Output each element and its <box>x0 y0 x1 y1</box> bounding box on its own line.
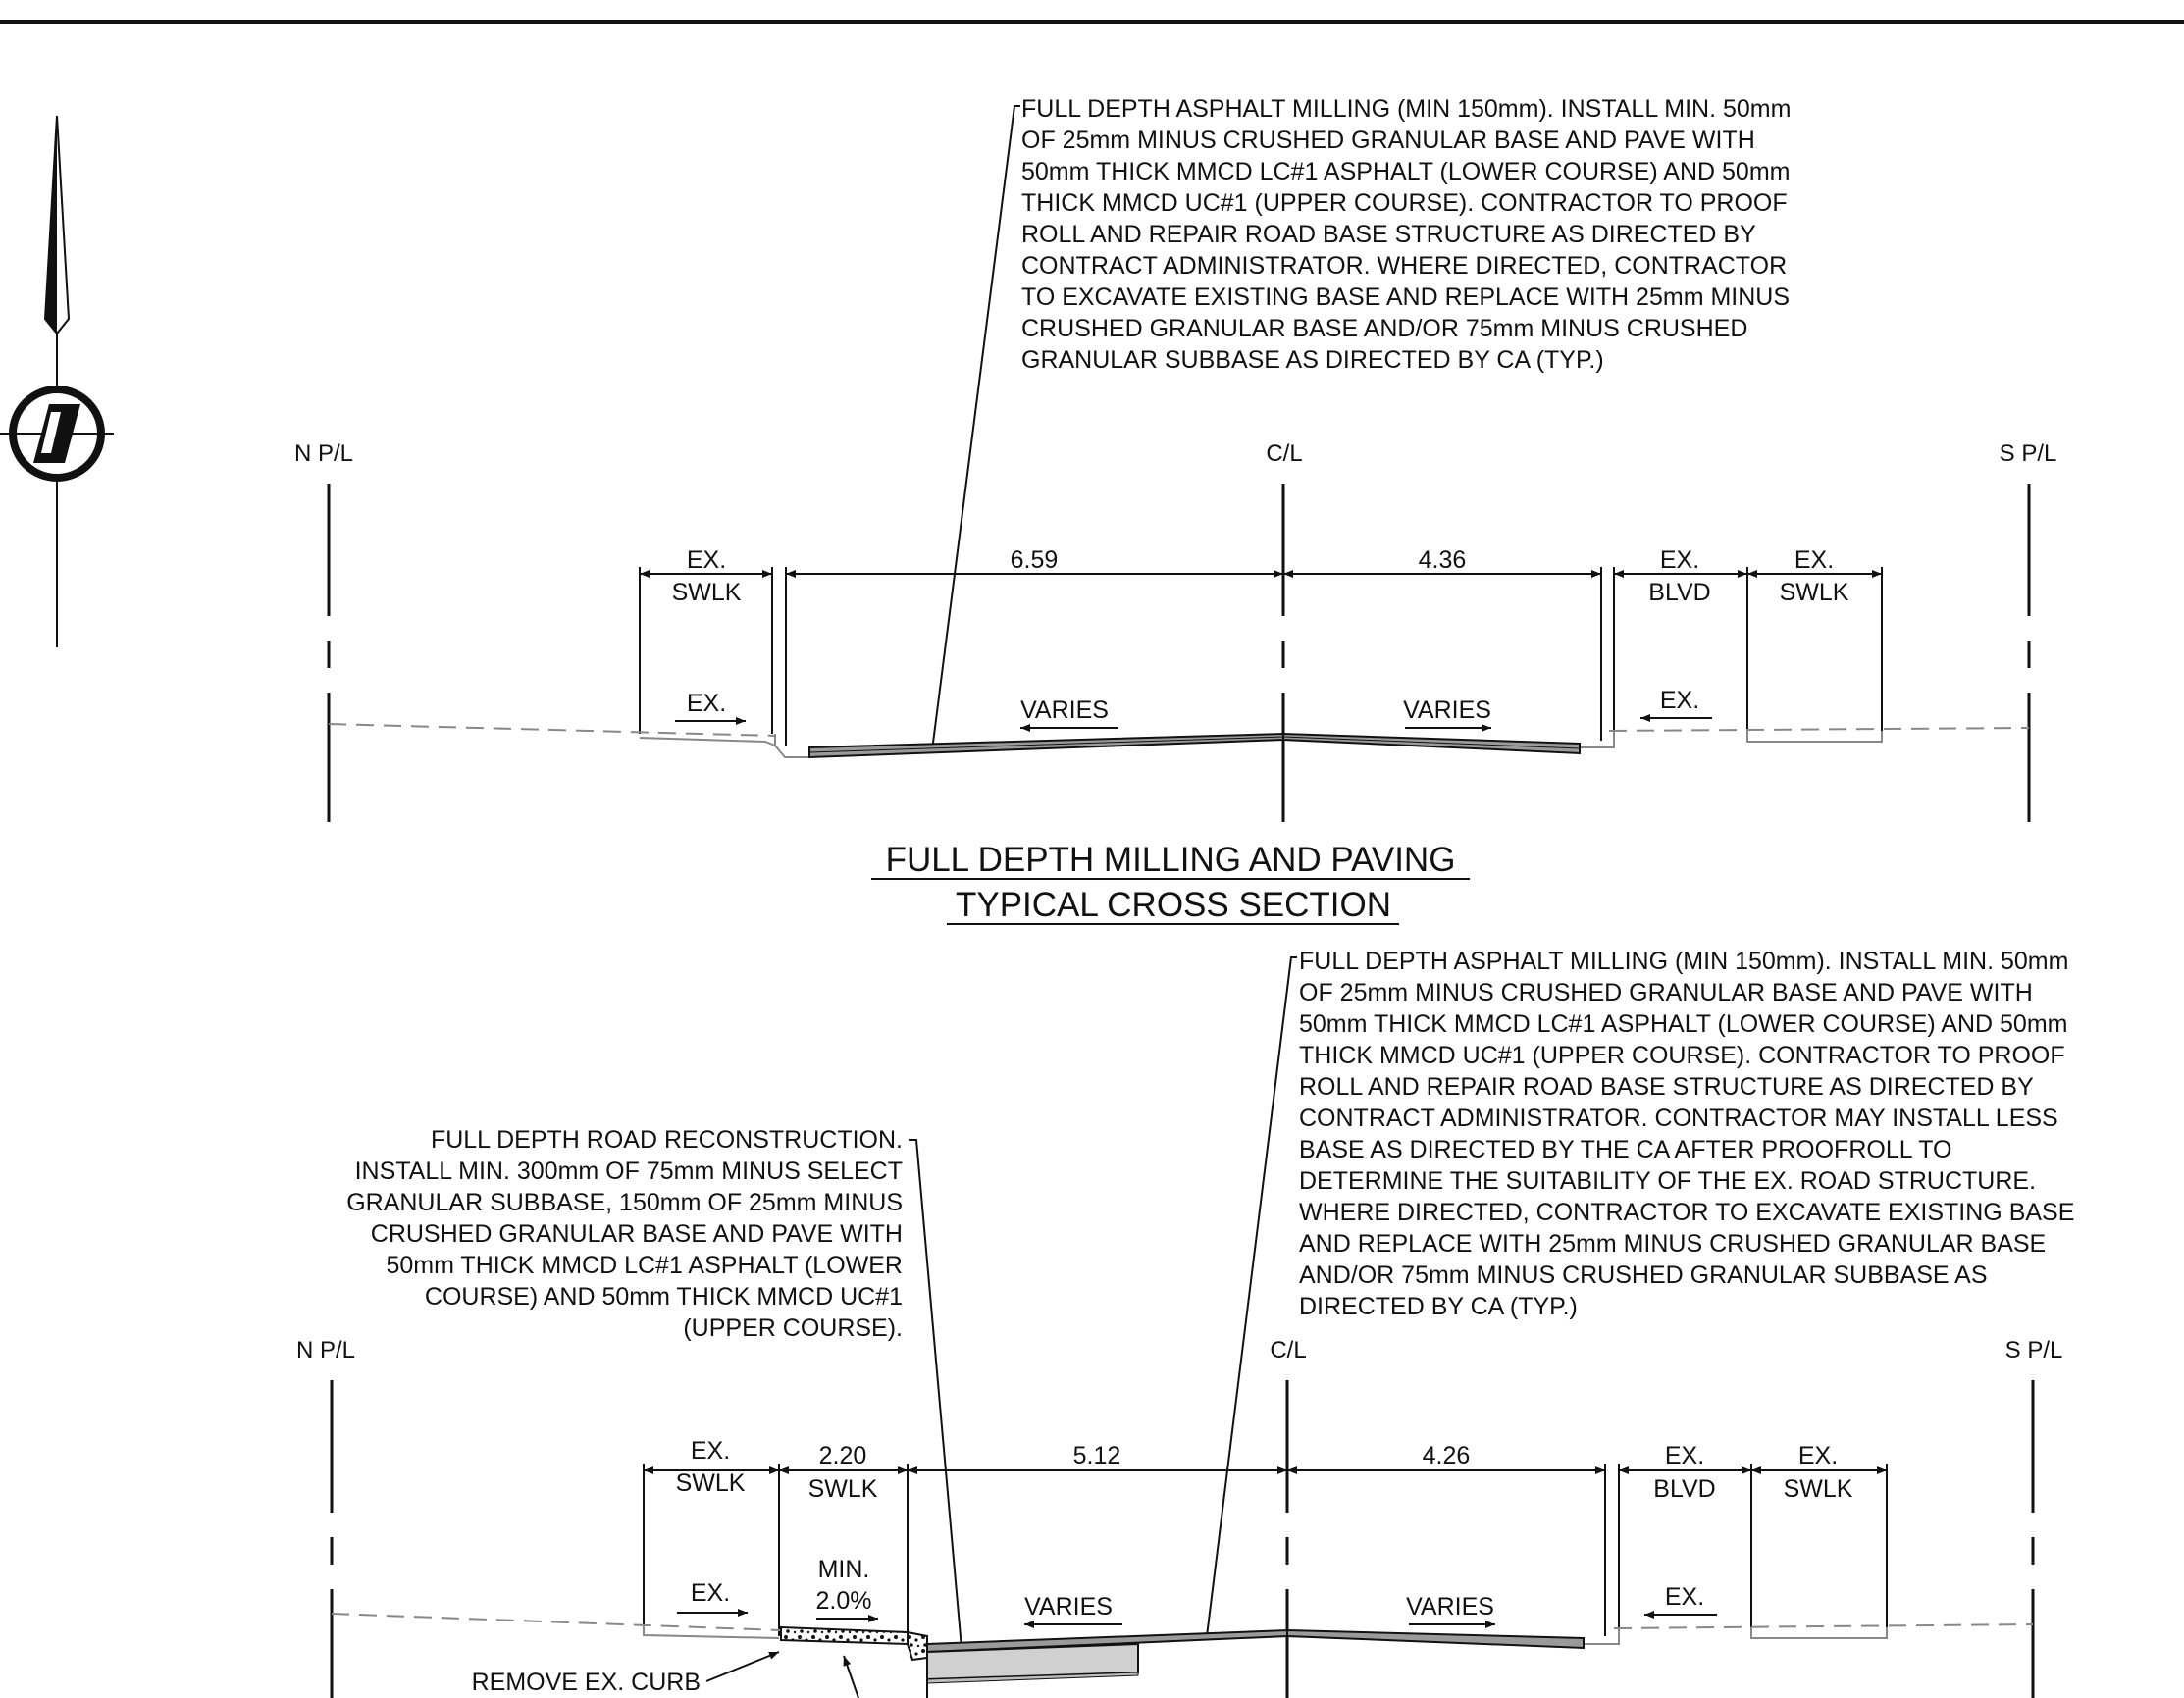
section1-subtitle: TYPICAL CROSS SECTION <box>956 886 1391 924</box>
s-pl-label: S P/L <box>2000 440 2057 467</box>
ex-swlk-left-label: SWLK <box>672 579 742 606</box>
note-line: DIRECTED BY CA (TYP.) <box>1299 1293 1578 1320</box>
ex-slope-left-label: EX. <box>687 690 726 717</box>
ex-slope-left-label: EX. <box>691 1579 730 1607</box>
ex-swlk-right-label: EX. <box>1794 546 1834 574</box>
n-pl-label: N P/L <box>294 440 353 467</box>
existing-sidewalk-right <box>1750 1627 1888 1639</box>
existing-sidewalk-left <box>643 1624 780 1639</box>
note-line: (UPPER COURSE). <box>683 1314 903 1342</box>
existing-curb-right <box>1584 1628 1620 1645</box>
existing-sidewalk-right <box>1746 731 1883 743</box>
remove-curb-label: REMOVE EX. CURB <box>472 1669 701 1696</box>
note-line: CONTRACT ADMINISTRATOR. CONTRACTOR MAY I… <box>1299 1105 2058 1132</box>
note-leader-line <box>931 105 1020 751</box>
note-line: FULL DEPTH ROAD RECONSTRUCTION. <box>431 1126 903 1154</box>
note-line: WHERE DIRECTED, CONTRACTOR TO EXCAVATE E… <box>1299 1199 2074 1226</box>
asphalt-pavement-left <box>808 732 1284 759</box>
section1-note: FULL DEPTH ASPHALT MILLING (MIN 150mm). … <box>1021 95 1791 374</box>
ex-swlk-right-label: SWLK <box>1780 579 1849 606</box>
section-2: FULL DEPTH ASPHALT MILLING (MIN 150mm). … <box>296 948 2074 1698</box>
varies-left-label: VARIES <box>1020 696 1109 724</box>
curb-leader <box>843 1655 859 1698</box>
note-line: GRANULAR SUBBASE AS DIRECTED BY CA (TYP.… <box>1021 346 1604 374</box>
note-line: FULL DEPTH ASPHALT MILLING (MIN 150mm). … <box>1299 948 2068 975</box>
ex-slope-right-label: EX. <box>1665 1583 1704 1611</box>
asphalt-pavement-right <box>1282 732 1581 755</box>
existing-ground-left <box>328 723 776 737</box>
note-line: AND/OR 75mm MINUS CRUSHED GRANULAR SUBBA… <box>1299 1261 1988 1289</box>
note-line: TO EXCAVATE EXISTING BASE AND REPLACE WI… <box>1021 283 1790 311</box>
note-line: GRANULAR SUBBASE, 150mm OF 25mm MINUS <box>346 1189 903 1216</box>
ex-swlk-right-label: SWLK <box>1784 1475 1853 1503</box>
n-pl-label: N P/L <box>296 1337 355 1364</box>
ex-slope-right-label: EX. <box>1660 687 1699 714</box>
note-line: THICK MMCD UC#1 (UPPER COURSE). CONTRACT… <box>1021 189 1788 217</box>
note-line: CONTRACT ADMINISTRATOR. WHERE DIRECTED, … <box>1021 252 1787 280</box>
note-line: INSTALL MIN. 300mm OF 75mm MINUS SELECT <box>355 1158 903 1185</box>
min-slope-label: MIN. <box>818 1556 870 1583</box>
new-swlk-width: 2.20 <box>819 1442 867 1469</box>
note-line: FULL DEPTH ASPHALT MILLING (MIN 150mm). … <box>1021 95 1791 123</box>
ex-blvd-label: EX. <box>1660 546 1699 574</box>
varies-right-label: VARIES <box>1406 1593 1494 1621</box>
extension-lines <box>643 1464 1888 1636</box>
varies-left-label: VARIES <box>1024 1593 1113 1621</box>
north-arrow-icon <box>0 115 114 647</box>
note-line: 50mm THICK MMCD LC#1 ASPHALT (LOWER <box>386 1252 903 1279</box>
section2-note-right: FULL DEPTH ASPHALT MILLING (MIN 150mm). … <box>1299 948 2074 1320</box>
note-line: THICK MMCD UC#1 (UPPER COURSE). CONTRACT… <box>1299 1042 2065 1069</box>
note-line: CRUSHED GRANULAR BASE AND/OR 75mm MINUS … <box>1021 315 1747 342</box>
ex-blvd-label: EX. <box>1665 1442 1704 1469</box>
ex-swlk-right-label: EX. <box>1798 1442 1838 1469</box>
note-line: BASE AS DIRECTED BY THE CA AFTER PROOFRO… <box>1299 1136 1951 1163</box>
cl-label: C/L <box>1270 1337 1306 1364</box>
existing-ground-left <box>331 1613 781 1631</box>
note-leader-line <box>909 1139 962 1649</box>
asphalt-pavement-right <box>1286 1628 1585 1650</box>
pavement-course-line <box>808 736 1284 753</box>
extension-lines <box>639 567 1883 746</box>
ex-blvd-label: BLVD <box>1648 579 1710 606</box>
note-line: DETERMINE THE SUITABILITY OF THE EX. ROA… <box>1299 1167 2036 1195</box>
note-line: OF 25mm MINUS CRUSHED GRANULAR BASE AND … <box>1299 979 2033 1006</box>
existing-sidewalk-left <box>639 737 776 746</box>
new-sidewalk <box>780 1625 909 1646</box>
dim-left-value: 6.59 <box>1011 546 1059 574</box>
s-pl-label: S P/L <box>2005 1337 2063 1364</box>
dim-left-value: 5.12 <box>1073 1442 1121 1469</box>
section2-note-left: FULL DEPTH ROAD RECONSTRUCTION. INSTALL … <box>346 1126 903 1342</box>
pavement-course-line <box>1282 736 1581 749</box>
section1-title: FULL DEPTH MILLING AND PAVING <box>886 841 1456 879</box>
min-slope-value: 2.0% <box>816 1587 872 1615</box>
cl-label: C/L <box>1266 440 1302 467</box>
ex-swlk-left-label: EX. <box>691 1437 730 1465</box>
note-line: 50mm THICK MMCD LC#1 ASPHALT (LOWER COUR… <box>1021 158 1790 185</box>
note-line: 50mm THICK MMCD LC#1 ASPHALT (LOWER COUR… <box>1299 1010 2067 1038</box>
note-line: ROLL AND REPAIR ROAD BASE STRUCTURE AS D… <box>1021 221 1756 248</box>
existing-ground-right <box>1608 727 2030 732</box>
note-line: OF 25mm MINUS CRUSHED GRANULAR BASE AND … <box>1021 127 1755 154</box>
note-leader-line <box>1206 956 1297 1637</box>
remove-curb-leader <box>705 1651 780 1682</box>
note-line: ROLL AND REPAIR ROAD BASE STRUCTURE AS D… <box>1299 1073 2034 1101</box>
existing-curb-left <box>774 734 809 758</box>
section-1: FULL DEPTH ASPHALT MILLING (MIN 150mm). … <box>294 95 2057 925</box>
ex-swlk-left-label: EX. <box>687 546 726 574</box>
existing-ground-right <box>1613 1623 2034 1629</box>
dim-right-value: 4.36 <box>1419 546 1467 574</box>
note-line: AND REPLACE WITH 25mm MINUS CRUSHED GRAN… <box>1299 1230 2046 1258</box>
ex-swlk-left-label: SWLK <box>676 1469 746 1497</box>
dim-right-value: 4.26 <box>1423 1442 1471 1469</box>
new-swlk-label: SWLK <box>808 1475 878 1503</box>
note-line: COURSE) AND 50mm THICK MMCD UC#1 <box>425 1283 903 1311</box>
new-curb <box>907 1630 928 1662</box>
ex-blvd-label: BLVD <box>1653 1475 1715 1503</box>
note-line: CRUSHED GRANULAR BASE AND PAVE WITH <box>371 1220 903 1248</box>
varies-right-label: VARIES <box>1403 696 1491 724</box>
existing-curb-right <box>1580 732 1615 748</box>
